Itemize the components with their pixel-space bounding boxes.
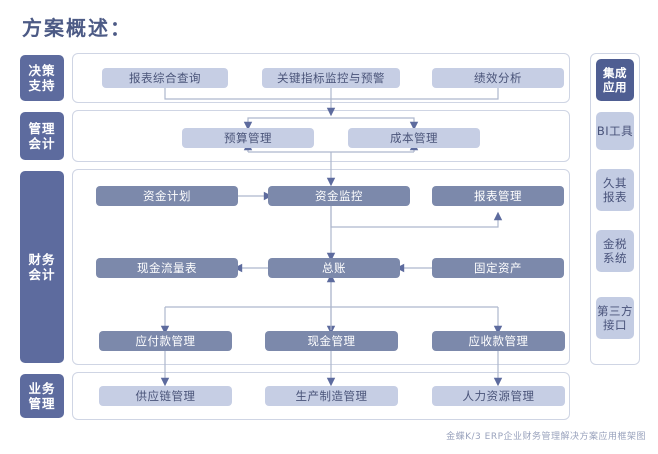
- sidebar-item-financial-accounting[interactable]: 财务 会计: [20, 171, 64, 363]
- right-tab-line2: 接口: [603, 318, 627, 332]
- node-cash-flow-statement[interactable]: 现金流量表: [96, 258, 238, 278]
- right-tab-line1: 集成: [603, 66, 627, 80]
- node-kpi-monitor[interactable]: 关键指标监控与预警: [262, 68, 400, 88]
- left-tab-line1: 管理: [28, 121, 56, 136]
- node-budget-management[interactable]: 预算管理: [182, 128, 314, 148]
- left-tab-line1: 业务: [28, 381, 56, 396]
- right-tab-line2: 系统: [603, 251, 627, 265]
- left-tab-line2: 支持: [28, 78, 56, 93]
- right-tab-line2: 报表: [603, 190, 627, 204]
- right-tab-third-party-interface[interactable]: 第三方 接口: [596, 297, 634, 339]
- right-rail: 集成 应用 BI工具 久其 报表 金税 系统 第三方 接口: [590, 53, 640, 365]
- left-tab-line2: 会计: [28, 136, 56, 151]
- node-payable-management[interactable]: 应付款管理: [99, 331, 232, 351]
- right-tab-golden-tax-system[interactable]: 金税 系统: [596, 230, 634, 272]
- right-tab-line1: 第三方: [597, 304, 633, 318]
- right-tab-line1: 久其: [603, 176, 627, 190]
- panel-management-accounting: [72, 110, 570, 162]
- node-report-query[interactable]: 报表综合查询: [102, 68, 228, 88]
- node-cash-management[interactable]: 现金管理: [265, 331, 398, 351]
- right-tab-line2: 应用: [603, 80, 627, 94]
- left-tab-line2: 管理: [28, 396, 56, 411]
- node-fund-monitor[interactable]: 资金监控: [268, 186, 410, 206]
- right-tab-integrated-application[interactable]: 集成 应用: [596, 59, 634, 101]
- sidebar-item-decision-support[interactable]: 决策 支持: [20, 55, 64, 101]
- right-tab-jiuqi-report[interactable]: 久其 报表: [596, 169, 634, 211]
- node-receivable-management[interactable]: 应收款管理: [432, 331, 565, 351]
- node-human-resources[interactable]: 人力资源管理: [432, 386, 565, 406]
- left-tab-line1: 财务: [28, 252, 56, 267]
- right-tab-line1: 金税: [603, 237, 627, 251]
- node-supply-chain[interactable]: 供应链管理: [99, 386, 232, 406]
- page-title: 方案概述：: [22, 16, 132, 40]
- right-tab-line1: BI工具: [596, 124, 634, 138]
- node-manufacturing[interactable]: 生产制造管理: [265, 386, 398, 406]
- node-report-management[interactable]: 报表管理: [432, 186, 564, 206]
- sidebar-item-management-accounting[interactable]: 管理 会计: [20, 112, 64, 160]
- node-cost-management[interactable]: 成本管理: [348, 128, 480, 148]
- left-tab-line2: 会计: [28, 267, 56, 282]
- left-tab-line1: 决策: [28, 63, 56, 78]
- sidebar-item-business-management[interactable]: 业务 管理: [20, 374, 64, 418]
- node-general-ledger[interactable]: 总账: [268, 258, 400, 278]
- node-fixed-assets[interactable]: 固定资产: [432, 258, 564, 278]
- node-fund-plan[interactable]: 资金计划: [96, 186, 238, 206]
- right-tab-bi-tool[interactable]: BI工具: [596, 112, 634, 150]
- footer-note: 金蝶K/3 ERP企业财务管理解决方案应用框架图: [446, 432, 646, 442]
- node-performance-analysis[interactable]: 绩效分析: [432, 68, 564, 88]
